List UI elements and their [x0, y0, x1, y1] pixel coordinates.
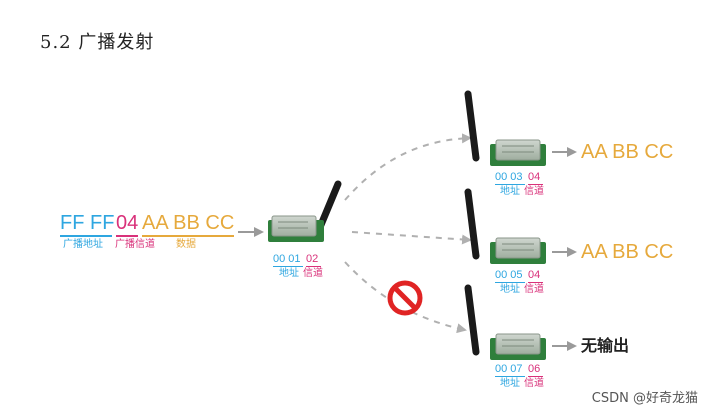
- packet-data: AA BB CC: [142, 212, 235, 234]
- receiver-1-channel-label: 信道: [524, 186, 544, 197]
- receiver-1-address: 00 03: [495, 171, 523, 183]
- receiver-2-address: 00 05: [495, 269, 523, 281]
- sender-channel: 02: [306, 253, 319, 265]
- packet-channel-label: 广播信道: [115, 239, 155, 250]
- broadcast-arrow-to-receiver-1: [344, 133, 472, 201]
- packet-broadcast-address: FF FF: [60, 212, 115, 234]
- receiver-2-channel: 04: [528, 269, 541, 281]
- sender-channel-label: 信道: [303, 268, 323, 279]
- receiver-1-channel: 04: [528, 171, 541, 183]
- sender-address-label: 地址: [279, 268, 299, 279]
- receiver-2-address-underline: [495, 282, 525, 283]
- sender-channel-underline: [306, 266, 321, 267]
- receiver-2-address-label: 地址: [500, 284, 520, 295]
- packet-data-underline: [142, 235, 234, 237]
- receiver-1-output-text: AA BB CC: [581, 141, 674, 163]
- receiver-3-module-icon: [464, 284, 546, 360]
- prohibited-sign-icon: [387, 280, 423, 316]
- packet-data-label: 数据: [176, 239, 196, 250]
- packet-address-label: 广播地址: [63, 239, 103, 250]
- receiver-3-address-label: 地址: [500, 378, 520, 389]
- section-heading: 5.2 广播发射: [40, 32, 155, 53]
- receiver-3-channel-underline: [528, 376, 543, 377]
- receiver-2-output-text: AA BB CC: [581, 241, 674, 263]
- receiver-2-channel-underline: [528, 282, 543, 283]
- receiver-1-channel-underline: [528, 184, 543, 185]
- receiver-1-address-label: 地址: [500, 186, 520, 197]
- receiver-1-module-icon: [464, 90, 546, 166]
- watermark: CSDN @好奇龙猫: [591, 391, 698, 406]
- receiver-3-address: 00 07: [495, 363, 523, 375]
- receiver-3-channel-label: 信道: [524, 378, 544, 389]
- packet-broadcast-channel: 04: [116, 212, 139, 234]
- packet-channel-underline: [116, 235, 138, 237]
- sender-address: 00 01: [273, 253, 301, 265]
- receiver-3-output-text: 无输出: [581, 336, 630, 355]
- receiver-2-module-icon: [464, 188, 546, 264]
- receiver-3-channel: 06: [528, 363, 541, 375]
- packet-address-underline: [60, 235, 112, 237]
- receiver-1-address-underline: [495, 184, 525, 185]
- receiver-2-channel-label: 信道: [524, 284, 544, 295]
- broadcast-arrow-to-receiver-2: [351, 231, 472, 245]
- sender-module-icon: [268, 180, 342, 242]
- receiver-3-address-underline: [495, 376, 525, 377]
- sender-address-underline: [273, 266, 303, 267]
